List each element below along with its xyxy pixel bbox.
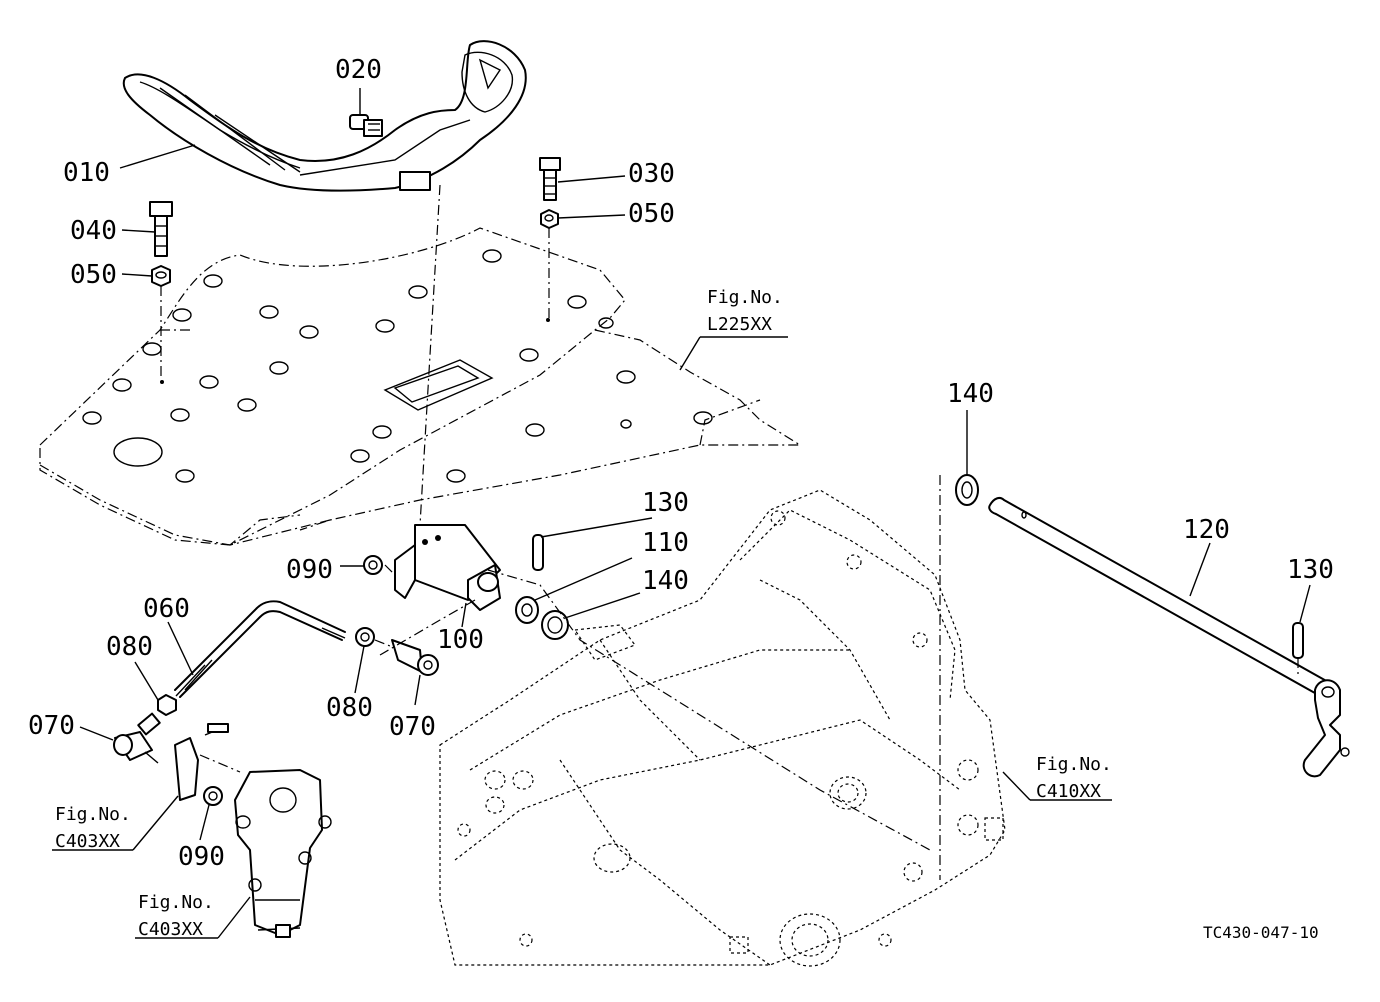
svg-text:C403XX: C403XX xyxy=(138,919,203,940)
figure-ref-l225xx: Fig.No. L225XX xyxy=(707,287,783,335)
callout-130-center: 130 xyxy=(642,488,689,518)
callout-120: 120 xyxy=(1183,515,1230,545)
callout-030: 030 xyxy=(628,159,675,189)
nut-050-right[interactable] xyxy=(540,209,559,229)
pedal-010[interactable] xyxy=(122,40,527,192)
callout-060: 060 xyxy=(143,594,190,624)
callout-010: 010 xyxy=(63,158,110,188)
nut-090-lower[interactable] xyxy=(203,786,223,806)
plate-holes xyxy=(82,249,713,483)
callout-140-center: 140 xyxy=(642,566,689,596)
bolt-020[interactable] xyxy=(349,114,383,137)
svg-text:Fig.No.: Fig.No. xyxy=(707,287,783,308)
floor-plate xyxy=(39,227,803,546)
seal-140-right[interactable] xyxy=(955,474,979,506)
svg-text:L225XX: L225XX xyxy=(707,314,772,335)
figure-ref-c403xx-upper: Fig.No. C403XX xyxy=(55,804,131,852)
bolt-030[interactable] xyxy=(539,157,561,201)
callout-110: 110 xyxy=(642,528,689,558)
shaft-120[interactable] xyxy=(988,496,1350,778)
svg-text:Fig.No.: Fig.No. xyxy=(1036,754,1112,775)
leader-lines xyxy=(52,88,1311,939)
control-valve xyxy=(234,769,332,938)
callout-080-right: 080 xyxy=(326,693,373,723)
nut-080-left[interactable] xyxy=(157,694,177,716)
nut-090-upper[interactable] xyxy=(363,555,383,575)
callout-040: 040 xyxy=(70,216,117,246)
svg-text:C410XX: C410XX xyxy=(1036,781,1101,802)
plate-large-hole xyxy=(113,437,163,467)
callout-090-upper: 090 xyxy=(286,555,333,585)
pin-130-right[interactable] xyxy=(1292,622,1304,659)
drawing-code: TC430-047-10 xyxy=(1203,923,1319,942)
callout-070-left: 070 xyxy=(28,711,75,741)
callout-labels: 010 020 030 050 040 050 140 130 120 110 … xyxy=(28,55,1334,872)
transmission-case xyxy=(439,489,1006,967)
washer-110[interactable] xyxy=(515,596,539,624)
plate-slot xyxy=(383,359,494,411)
callout-130-right: 130 xyxy=(1287,555,1334,585)
rod-end-070-left[interactable] xyxy=(113,712,161,764)
svg-text:Fig.No.: Fig.No. xyxy=(55,804,131,825)
svg-text:Fig.No.: Fig.No. xyxy=(138,892,214,913)
pin-130-center[interactable] xyxy=(532,534,544,571)
svg-text:C403XX: C403XX xyxy=(55,831,120,852)
valve-bracket xyxy=(174,723,229,801)
callout-080-left: 080 xyxy=(106,632,153,662)
assembly-lines xyxy=(160,184,1299,880)
nut-080-right[interactable] xyxy=(355,627,375,647)
rod-end-070-right[interactable] xyxy=(391,639,439,676)
bracket-100[interactable] xyxy=(394,524,501,611)
callout-020: 020 xyxy=(335,55,382,85)
callout-070-right: 070 xyxy=(389,712,436,742)
bolt-040[interactable] xyxy=(149,201,173,257)
figure-ref-c403xx-lower: Fig.No. C403XX xyxy=(138,892,214,940)
callout-140-right: 140 xyxy=(947,379,994,409)
callout-050-left: 050 xyxy=(70,260,117,290)
figure-ref-c410xx: Fig.No. C410XX xyxy=(1036,754,1112,802)
nut-050-left[interactable] xyxy=(151,265,171,287)
callout-100: 100 xyxy=(437,625,484,655)
rod-060[interactable] xyxy=(174,600,346,698)
callout-090-lower: 090 xyxy=(178,842,225,872)
callout-050-right: 050 xyxy=(628,199,675,229)
seal-140-center[interactable] xyxy=(541,610,569,640)
